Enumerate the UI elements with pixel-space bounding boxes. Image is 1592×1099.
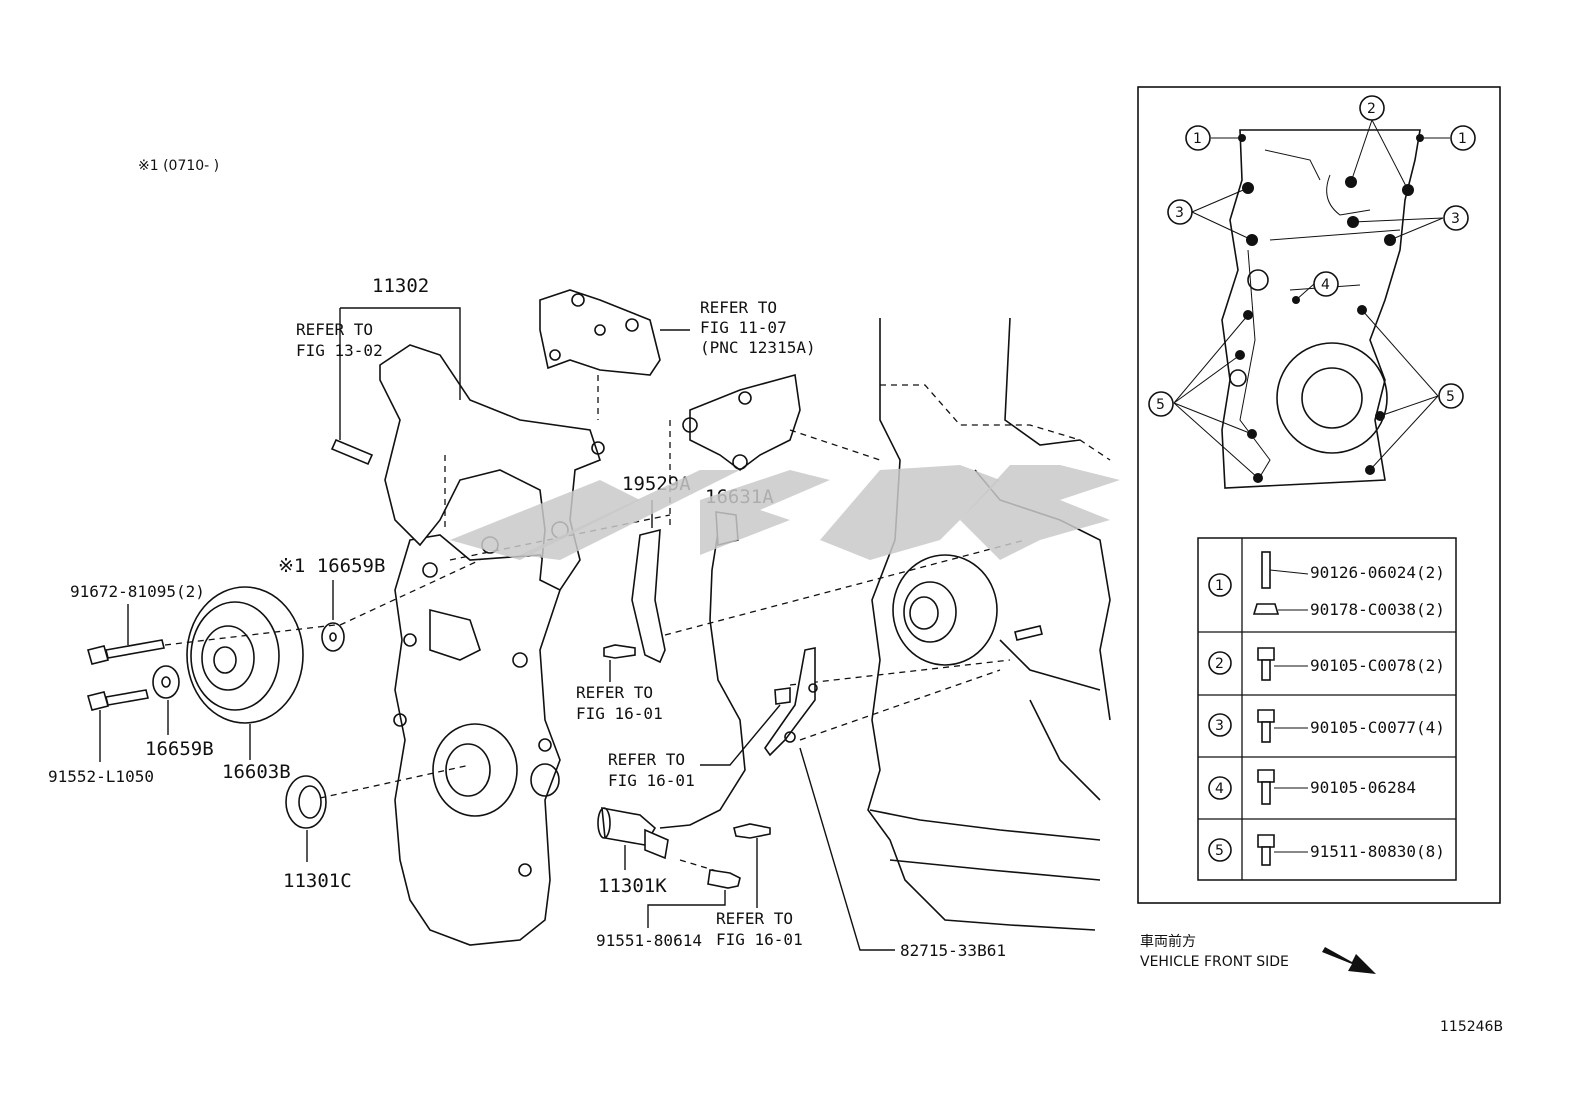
refer-fig-16-01-a-line1: REFER TO xyxy=(576,683,653,702)
bolt-91552 xyxy=(87,689,149,711)
callout-5-left: 5 xyxy=(1156,397,1165,413)
front-arrow-icon xyxy=(1322,947,1376,974)
bolt-fig-16-01-a xyxy=(603,644,636,659)
table-part-3: 90105-C0077(4) xyxy=(1310,718,1445,737)
callout-4: 4 xyxy=(1321,277,1330,293)
label-16659B: 16659B xyxy=(145,738,214,760)
washer-16659B xyxy=(152,665,180,699)
spacer-16659B xyxy=(321,622,345,652)
wire-bracket-82715 xyxy=(764,647,816,757)
label-91551: 91551-80614 xyxy=(596,931,702,950)
engine-mounting-bracket xyxy=(539,289,661,376)
table-row: 2 90105-C0078(2) xyxy=(1208,647,1445,681)
label-11301K: 11301K xyxy=(598,875,667,897)
watermark-logo xyxy=(450,465,1120,560)
table-row: 3 90105-C0077(4) xyxy=(1208,709,1445,743)
refer-fig-13-02-line1: REFER TO xyxy=(296,320,373,339)
engine-block xyxy=(867,317,1111,931)
table-part-4: 90105-06284 xyxy=(1310,778,1416,797)
crankshaft-pulley-16603B xyxy=(186,586,304,724)
header-note: ※1 (0710- ) xyxy=(138,158,219,174)
table-part-1a: 90126-06024(2) xyxy=(1310,563,1445,582)
bolt-91551 xyxy=(707,869,741,889)
refer-fig-11-07-line3: (PNC 12315A) xyxy=(700,338,816,357)
callout-1-left: 1 xyxy=(1193,131,1202,147)
bolt-91672 xyxy=(87,639,165,665)
bolt-fig-16-01-b xyxy=(774,687,791,705)
table-key-2: 2 xyxy=(1215,656,1224,672)
label-11301C: 11301C xyxy=(283,870,352,892)
label-91552: 91552-L1050 xyxy=(48,767,154,786)
table-part-2: 90105-C0078(2) xyxy=(1310,656,1445,675)
oil-seal-11301C xyxy=(285,775,327,829)
table-row: 4 90105-06284 xyxy=(1208,769,1416,805)
callout-5-right: 5 xyxy=(1446,389,1455,405)
refer-fig-16-01-a-line2: FIG 16-01 xyxy=(576,704,663,723)
callout-3-right: 3 xyxy=(1451,211,1460,227)
table-part-5: 91511-80830(8) xyxy=(1310,842,1445,861)
refer-fig-16-01-b-line1: REFER TO xyxy=(608,750,685,769)
refer-fig-16-01-c-line1: REFER TO xyxy=(716,909,793,928)
label-16603B: 16603B xyxy=(222,761,291,783)
label-82715: 82715-33B61 xyxy=(900,941,1006,960)
label-11302: 11302 xyxy=(372,275,429,297)
refer-fig-13-02-line2: FIG 13-02 xyxy=(296,341,383,360)
figure-number: 115246B xyxy=(1440,1019,1503,1035)
timing-chain-cover xyxy=(393,534,561,946)
callout-1-right: 1 xyxy=(1458,131,1467,147)
table-key-4: 4 xyxy=(1215,781,1224,797)
label-91672: 91672-81095(2) xyxy=(70,582,205,601)
bolt-location-panel: 1 1 2 3 3 4 5 5 1 90126-06024(2) 90178-C… xyxy=(1137,86,1501,904)
sensor-wire-harness xyxy=(659,519,746,829)
stud-bolt xyxy=(330,438,374,466)
idler-bracket-16631A xyxy=(682,373,801,471)
table-row: 5 91511-80830(8) xyxy=(1208,834,1445,866)
refer-fig-16-01-c-line2: FIG 16-01 xyxy=(716,930,803,949)
table-key-3: 3 xyxy=(1215,718,1224,734)
table-part-1b: 90178-C0038(2) xyxy=(1310,600,1445,619)
label-16659B-note: ※1 16659B xyxy=(278,555,385,577)
refer-fig-11-07-line2: FIG 11-07 xyxy=(700,318,787,337)
refer-fig-11-07-line1: REFER TO xyxy=(700,298,777,317)
vehicle-front-jp: 車両前方 xyxy=(1140,933,1196,950)
table-key-1: 1 xyxy=(1215,578,1224,594)
callout-3-left: 3 xyxy=(1175,205,1184,221)
vehicle-front-en: VEHICLE FRONT SIDE xyxy=(1140,954,1289,970)
table-key-5: 5 xyxy=(1215,843,1224,859)
oil-control-valve-11301K xyxy=(597,807,669,860)
refer-fig-16-01-b-line2: FIG 16-01 xyxy=(608,771,695,790)
bracket-19529A xyxy=(631,528,666,664)
bolt-fig-16-01-c xyxy=(733,823,771,839)
idler-pulley xyxy=(892,554,998,666)
callout-2: 2 xyxy=(1367,101,1376,117)
table-row: 1 90126-06024(2) 90178-C0038(2) xyxy=(1208,551,1445,619)
